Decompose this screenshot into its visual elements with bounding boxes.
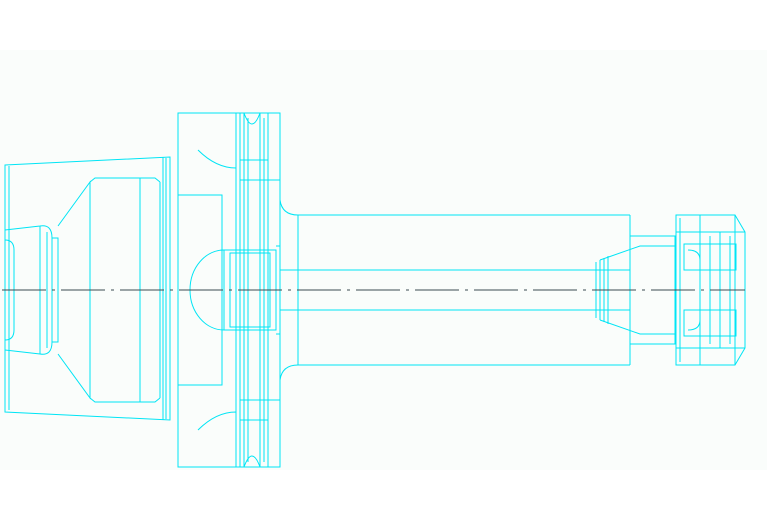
tool-holder-drawing bbox=[0, 50, 767, 470]
body-neck bbox=[279, 199, 631, 381]
taper-shank bbox=[4, 156, 171, 421]
drawing-background bbox=[0, 50, 767, 470]
drawing-area[interactable] bbox=[0, 50, 767, 470]
